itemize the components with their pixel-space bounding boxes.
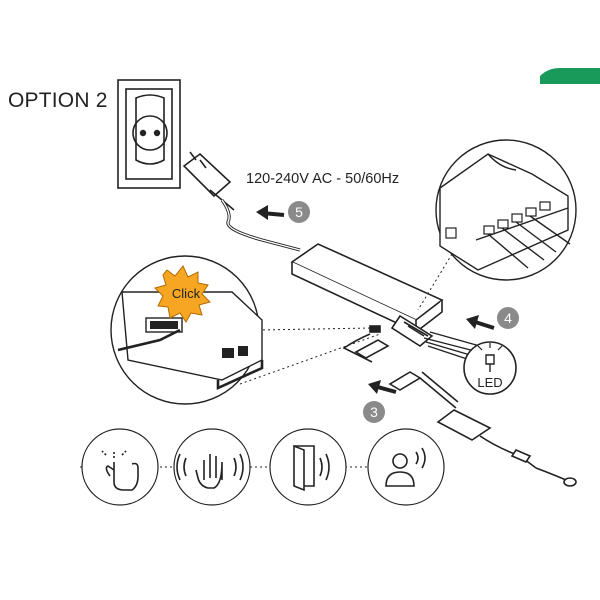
arrow-step-3 (368, 380, 397, 394)
output-detail-magnifier (417, 139, 577, 311)
led-bulb-icon (485, 354, 495, 365)
arrow-step-5 (256, 205, 285, 220)
wave-sensor-option (173, 428, 251, 506)
led-driver-box (290, 243, 444, 347)
arrow-step-4 (466, 315, 495, 330)
svg-text:4: 4 (504, 310, 512, 326)
step-3-badge: 3 (363, 401, 385, 423)
wall-socket-icon (117, 79, 181, 189)
click-burst-icon: Click (154, 265, 211, 323)
presence-sensor-option (367, 428, 445, 506)
sensor-cable (342, 333, 577, 487)
power-cable (220, 199, 301, 252)
voltage-label: 120-240V AC - 50/60Hz (246, 171, 400, 187)
door-sensor-option (269, 428, 347, 506)
led-label: LED (477, 375, 502, 390)
touch-icon (101, 450, 139, 491)
svg-text:3: 3 (370, 404, 378, 420)
svg-text:5: 5 (295, 204, 303, 220)
connector-detail-magnifier: Click (110, 255, 381, 405)
door-icon (293, 444, 330, 492)
touch-sensor-option (81, 428, 159, 506)
option-title: OPTION 2 (8, 89, 108, 112)
corner-accent-tab (540, 68, 600, 84)
power-plug-icon (182, 151, 235, 211)
step-4-badge: 4 (497, 307, 519, 329)
step-5-badge: 5 (288, 201, 310, 223)
led-indicator-bubble: LED (463, 341, 517, 395)
wave-hand-icon (176, 453, 244, 489)
presence-icon (385, 447, 426, 487)
click-label: Click (172, 286, 201, 301)
